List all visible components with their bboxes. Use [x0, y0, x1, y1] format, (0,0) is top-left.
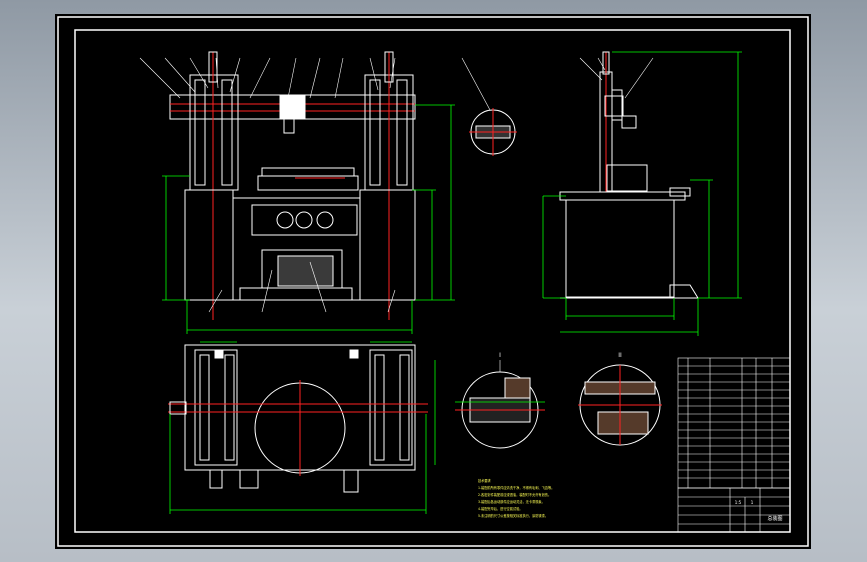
- front-leaders: [139, 57, 396, 313]
- sheet-background: [55, 14, 811, 549]
- tech-note-line: 3.装配后各运动部件应运动灵活，无卡滞现象。: [478, 499, 545, 504]
- detail-i: I: [455, 352, 545, 449]
- plan-dimensions: [169, 341, 436, 514]
- side-view: [559, 51, 699, 299]
- tech-notes-heading: 技术要求: [478, 478, 492, 483]
- tech-note-line: 5.未注明的尺寸公差按相关标准执行，涂防锈漆。: [478, 513, 548, 518]
- parts-list: [677, 357, 791, 489]
- outer-frame: [57, 16, 809, 547]
- front-dimensions: [162, 104, 455, 334]
- detail-ii-label: II: [618, 352, 622, 359]
- title-block: 总装图 1:5 1: [677, 487, 791, 533]
- front-view: [169, 51, 416, 320]
- title-block-name: 总装图: [767, 515, 782, 522]
- side-leaders: [579, 57, 654, 99]
- tech-note-line: 1.装配前所有零件应清洗干净，不得有毛刺、飞边等。: [478, 485, 554, 490]
- side-dimensions: [542, 51, 742, 336]
- detail-i-label: I: [499, 352, 501, 359]
- title-block-scale: 1:5: [735, 500, 742, 505]
- plan-view: [168, 344, 428, 493]
- detail-ii: II: [578, 352, 662, 446]
- tech-note-line: 2.各密封件装配前应浸透油，装配时不允许有划伤。: [478, 492, 551, 497]
- inner-frame: [74, 29, 791, 533]
- detail-round: [461, 57, 517, 156]
- tech-note-line: 4.装配完毕后，进行空载试验。: [478, 506, 522, 511]
- tech-notes: 技术要求 1.装配前所有零件应清洗干净，不得有毛刺、飞边等。 2.各密封件装配前…: [478, 478, 554, 518]
- title-block-sheet: 1: [751, 500, 754, 505]
